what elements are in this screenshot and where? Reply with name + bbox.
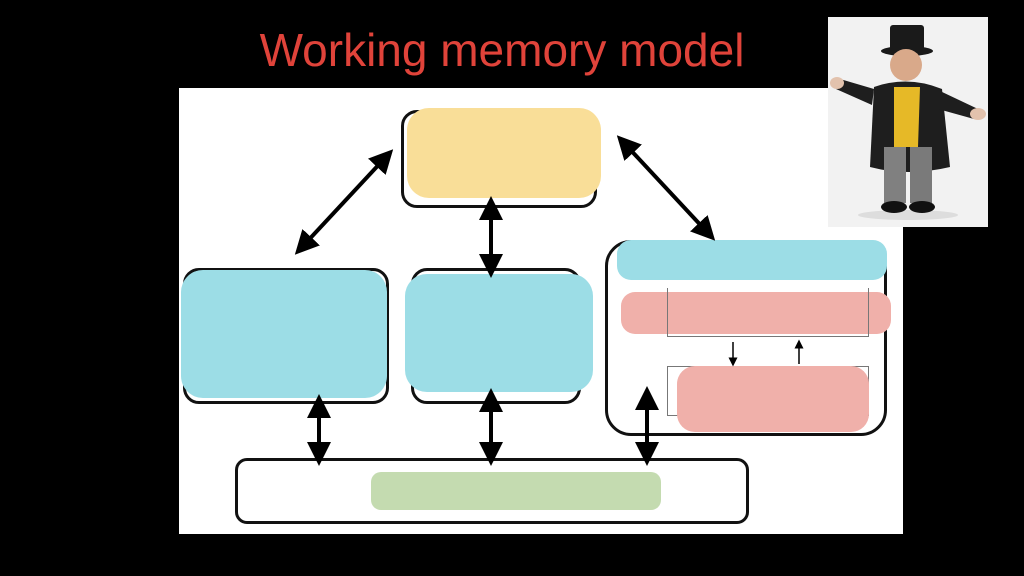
- top-hat-man-icon: [830, 25, 986, 220]
- slide-title: Working memory model: [259, 24, 745, 76]
- arrow-executive-right: [616, 135, 716, 241]
- arrow-executive-visuospatial: [294, 149, 394, 255]
- phonological-store-box: [677, 366, 869, 432]
- character-illustration: [828, 17, 988, 227]
- arrows-layer: [294, 135, 804, 466]
- visuospatial-box: [181, 270, 387, 398]
- inner-bracket: [667, 288, 869, 337]
- diagram-canvas: [179, 88, 903, 534]
- long-term-memory-label-box: [371, 472, 661, 510]
- auditory-header-bar: [617, 240, 887, 280]
- articulatory-bar: [621, 292, 891, 334]
- central-executive-box: [407, 108, 601, 198]
- middle-component-box: [405, 274, 593, 392]
